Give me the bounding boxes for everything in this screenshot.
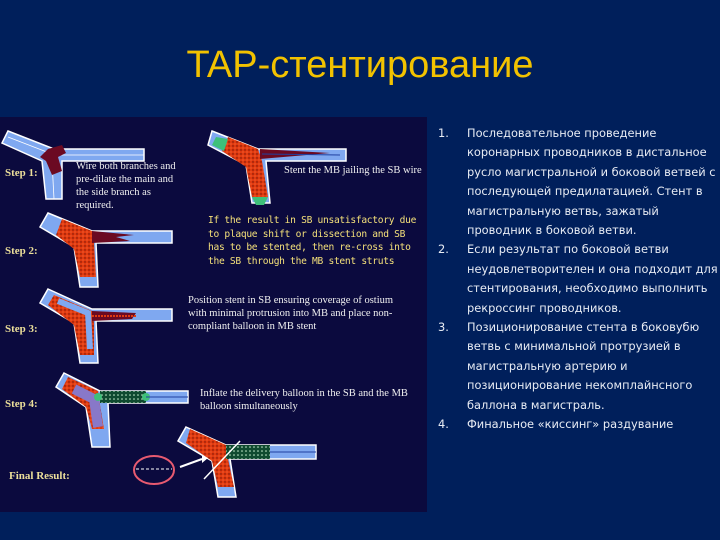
list-item-text: Финальное «киссинг» раздувание xyxy=(467,417,674,432)
step4-description: Inflate the delivery balloon in the SB a… xyxy=(200,388,408,412)
slide-title: TAP-стентирование xyxy=(186,44,534,86)
list-item-text: Если результат по боковой ветви неудовле… xyxy=(467,242,718,315)
final-result-vessel xyxy=(133,426,317,498)
step2-vessel xyxy=(38,212,173,288)
step3-vessel xyxy=(38,288,173,364)
tap-stenting-diagram: Step 1: Wire both branches and pre-dilat… xyxy=(0,117,427,512)
list-item: 4. Финальное «киссинг» раздувание xyxy=(438,415,720,434)
step3-description: Position stent in SB ensuring coverage o… xyxy=(188,295,394,332)
list-item-text: Позиционирование стента в боковубю ветвь… xyxy=(467,320,700,412)
list-item-number: 1. xyxy=(438,126,449,140)
bifurcation-illustrations xyxy=(0,130,347,498)
step2-description: If the result in SB unsatisfactory due t… xyxy=(208,215,417,267)
step4-vessel xyxy=(55,372,189,448)
step1b-vessel xyxy=(207,130,347,205)
list-item-number: 4. xyxy=(438,417,449,432)
list-item-number: 3. xyxy=(438,320,449,335)
step2-label: Step 2: xyxy=(5,245,38,257)
step3-label: Step 3: xyxy=(5,323,38,335)
list-item: 3. Позиционирование стента в боковубю ве… xyxy=(438,318,720,415)
final-result-label: Final Result: xyxy=(9,470,70,482)
list-item: 2. Если результат по боковой ветви неудо… xyxy=(438,240,720,318)
list-item-number: 2. xyxy=(438,242,449,257)
list-item-text: Последовательное проведение коронарных п… xyxy=(467,126,716,238)
step1-label: Step 1: xyxy=(5,167,38,179)
procedure-steps-list: 1. Последовательное проведение коронарны… xyxy=(438,124,720,435)
step1-vessel xyxy=(0,130,145,200)
list-item: 1. Последовательное проведение коронарны… xyxy=(438,124,720,240)
step4-label: Step 4: xyxy=(5,398,38,410)
step1b-description: Stent the MB jailing the SB wire xyxy=(284,165,422,176)
step1-description: Wire both branches and pre-dilate the ma… xyxy=(76,161,176,211)
